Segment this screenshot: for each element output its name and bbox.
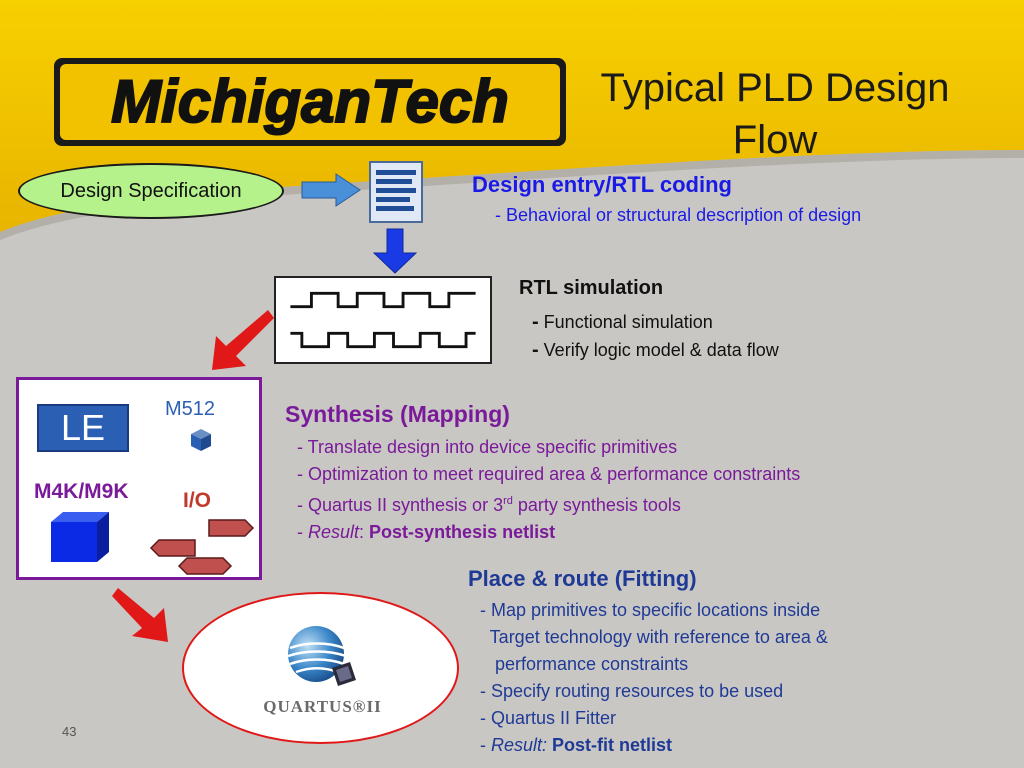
synthesis-line: - Optimization to meet required area & p… [297, 464, 801, 484]
design-specification-ellipse: Design Specification [18, 163, 284, 219]
quartus-ii-logo: QUARTUS®II [182, 592, 459, 744]
le-block: LE [37, 404, 129, 452]
synthesis-lines: - Translate design into device specific … [297, 434, 800, 546]
synthesis-line: - Result: Post-synthesis netlist [297, 522, 556, 542]
rtl-simulation-line: - Functional simulation [532, 311, 713, 333]
device-primitives-box: LE M512 M4K/M9K I/O [16, 377, 262, 580]
place-route-line: performance constraints [480, 654, 689, 674]
place-route-line: - Specify routing resources to be used [480, 681, 784, 701]
io-label: I/O [183, 489, 212, 512]
red-arrow-icon [112, 588, 168, 642]
place-route-lines: - Map primitives to specific locations i… [480, 597, 828, 759]
synthesis-line: - Translate design into device specific … [297, 437, 678, 457]
synthesis-heading: Synthesis (Mapping) [285, 401, 510, 427]
place-route-line: - Quartus II Fitter [480, 708, 617, 728]
rtl-simulation-line: - Verify logic model & data flow [532, 339, 779, 361]
m512-label: M512 [165, 398, 216, 420]
place-route-heading: Place & route (Fitting) [468, 566, 697, 591]
slide-title: Typical PLD Design Flow [600, 66, 950, 162]
quartus-wordmark: QUARTUS®II [263, 697, 382, 716]
design-entry-heading: Design entry/RTL coding [472, 172, 732, 197]
globe-icon [287, 626, 356, 686]
place-route-line: Target technology with reference to area… [480, 627, 828, 647]
waveform-icon [274, 276, 492, 364]
svg-text:MichiganTech: MichiganTech [111, 68, 509, 135]
place-route-line: - Result: Post-fit netlist [480, 735, 673, 755]
rtl-simulation-heading: RTL simulation [519, 277, 664, 299]
document-icon [369, 161, 423, 223]
design-entry-description: - Behavioral or structural description o… [495, 205, 862, 225]
m512-cube-icon [191, 429, 211, 451]
michigan-tech-logo: MichiganTech [54, 58, 566, 146]
right-arrow-icon [301, 173, 361, 207]
synthesis-line: - Quartus II synthesis or 3rd party synt… [297, 495, 681, 515]
red-arrow-icon [212, 310, 274, 370]
page-number: 43 [62, 724, 77, 739]
down-arrow-icon [372, 228, 418, 274]
place-route-line: - Map primitives to specific locations i… [480, 600, 821, 620]
io-pins-icon [149, 519, 255, 575]
m4k-cube-icon [51, 512, 109, 562]
m4k-m9k-label: M4K/M9K [34, 480, 129, 503]
